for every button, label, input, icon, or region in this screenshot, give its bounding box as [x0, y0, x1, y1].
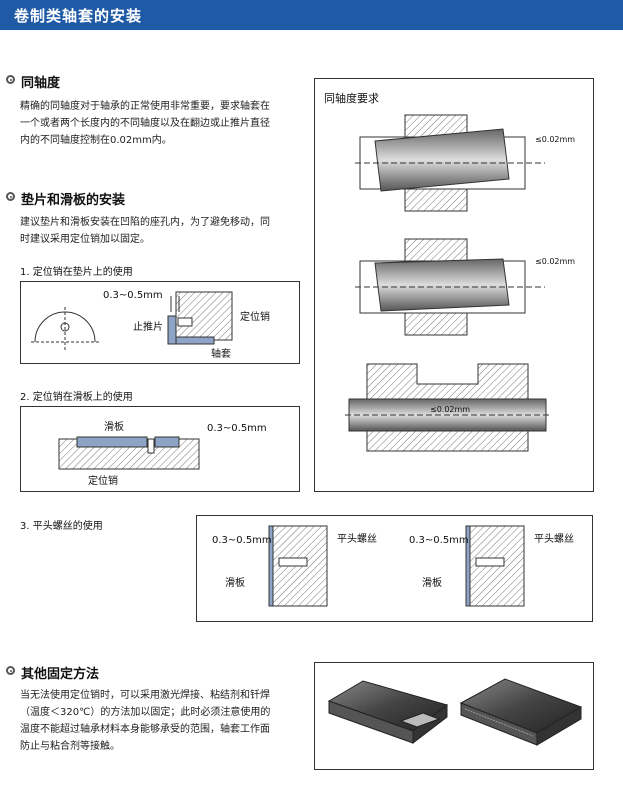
fig2-box: [20, 406, 300, 492]
fig3-plate-label-right: 滑板: [422, 578, 442, 589]
fig1-dim-label: 0.3~0.5mm: [103, 290, 163, 301]
fig1-thrust-label: 止推片: [133, 322, 163, 333]
fig1-box: [20, 281, 300, 364]
coax-fig-title: 同轴度要求: [324, 92, 379, 105]
fig3-plate-label-left: 滑板: [225, 578, 245, 589]
text-line: 精确的同轴度对于轴承的正常使用非常重要，要求轴套在: [20, 101, 270, 112]
coax-tol-label-3: ≤0.02mm: [430, 405, 471, 414]
coax-fig-box: [314, 78, 594, 492]
fig1-pin-label: 定位销: [240, 312, 270, 323]
fig2-dim-label: 0.3~0.5mm: [207, 423, 267, 434]
fig3-screw-label-left: 平头螺丝: [337, 534, 377, 545]
coax-tol-label-2: ≤0.02mm: [535, 257, 576, 266]
bullet-icon: [6, 666, 15, 675]
fixing-image: [327, 678, 583, 746]
page-title: 卷制类轴套的安装: [14, 7, 143, 25]
text-line: 时建议采用定位销加以固定。: [20, 234, 150, 245]
coax-drawing: [345, 114, 550, 452]
fig1-drawing: [31, 291, 233, 350]
fig3-screw-label-right: 平头螺丝: [534, 534, 574, 545]
page-header: 卷制类轴套的安装: [0, 0, 623, 30]
text-line: 温度不能超过轴承材料本身能够承受的范围，轴套工作面: [20, 724, 270, 735]
text-line: 建议垫片和滑板安装在凹陷的座孔内，为了避免移动，同: [20, 217, 270, 228]
bullet-icon: [6, 75, 15, 84]
fig2-drawing: [58, 436, 200, 470]
text-line: 防止与粘合剂等接触。: [20, 741, 120, 752]
shim-text: 建议垫片和滑板安装在凹陷的座孔内，为了避免移动，同 时建议采用定位销加以固定。: [20, 214, 300, 248]
fig2-caption: 2. 定位销在滑板上的使用: [20, 392, 133, 403]
fig3-dim-label-left: 0.3~0.5mm: [212, 535, 272, 546]
section-title-coaxial: 同轴度: [21, 76, 61, 91]
coaxial-text: 精确的同轴度对于轴承的正常使用非常重要，要求轴套在 一个或者两个长度内的不同轴度…: [20, 98, 300, 149]
fig3-box: [196, 515, 593, 622]
fig3-dim-label-right: 0.3~0.5mm: [409, 535, 469, 546]
text-line: 一个或者两个长度内的不同轴度以及在翻边或止推片直径: [20, 118, 270, 129]
section-title-other: 其他固定方法: [21, 667, 100, 682]
fig1-bushing-label: 轴套: [211, 349, 231, 360]
fixing-image-box: [314, 662, 594, 770]
fig3-caption: 3. 平头螺丝的使用: [20, 521, 103, 532]
other-text: 当无法使用定位销时，可以采用激光焊接、粘结剂和钎焊 （温度＜320℃）的方法加以…: [20, 687, 305, 755]
text-line: （温度＜320℃）的方法加以固定；此时必须注意使用的: [20, 707, 271, 718]
coax-tol-label-1: ≤0.02mm: [535, 135, 576, 144]
text-line: 当无法使用定位销时，可以采用激光焊接、粘结剂和钎焊: [20, 690, 270, 701]
fig2-pin-label: 定位销: [88, 476, 118, 487]
bullet-icon: [6, 192, 15, 201]
fig3-drawing: [268, 525, 525, 607]
fig1-caption: 1. 定位销在垫片上的使用: [20, 267, 133, 278]
section-title-shim: 垫片和滑板的安装: [21, 193, 126, 208]
fig2-plate-label: 滑板: [104, 422, 124, 433]
text-line: 内的不同轴度控制在0.02mm内。: [20, 135, 172, 146]
